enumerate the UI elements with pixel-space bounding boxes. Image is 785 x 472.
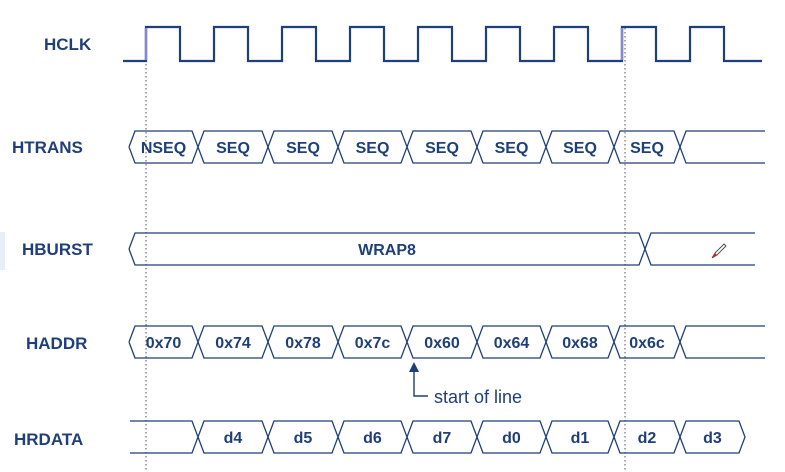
hburst-bus: WRAP8 xyxy=(128,232,755,266)
htrans-value: NSEQ xyxy=(141,140,186,157)
signal-label-hburst: HBURST xyxy=(22,240,93,259)
haddr-value: 0x7c xyxy=(355,335,391,352)
signal-label-hclk: HCLK xyxy=(44,35,92,54)
row-highlight-marker xyxy=(0,232,5,270)
signal-label-htrans: HTRANS xyxy=(12,138,83,157)
haddr-value: 0x64 xyxy=(494,335,530,352)
hrdata-cell xyxy=(679,420,746,454)
hrdata-value: d5 xyxy=(294,430,313,447)
hburst-value: WRAP8 xyxy=(358,242,416,259)
htrans-value: SEQ xyxy=(216,140,250,157)
hburst-cell xyxy=(644,232,755,266)
htrans-value: SEQ xyxy=(630,140,664,157)
haddr-value: 0x68 xyxy=(562,335,598,352)
htrans-value: SEQ xyxy=(356,140,390,157)
htrans-value: SEQ xyxy=(286,140,320,157)
hrdata-value: d0 xyxy=(502,430,521,447)
hrdata-value: d1 xyxy=(571,430,590,447)
htrans-value: SEQ xyxy=(563,140,597,157)
arrow-up-icon xyxy=(409,362,419,372)
annotation-text: start of line xyxy=(434,387,522,407)
annotation-leader-line xyxy=(413,366,428,397)
haddr-bus: 0x70 0x74 0x78 0x7c 0x60 0x64 0x68 0x6c xyxy=(128,325,765,359)
hclk-waveform xyxy=(123,25,762,63)
htrans-cell xyxy=(679,130,765,164)
haddr-value: 0x78 xyxy=(285,335,321,352)
htrans-value: SEQ xyxy=(495,140,529,157)
hrdata-value: d6 xyxy=(363,430,382,447)
haddr-value: 0x60 xyxy=(424,335,460,352)
hrdata-value: d3 xyxy=(703,430,722,447)
haddr-value: 0x6c xyxy=(629,335,665,352)
haddr-cell xyxy=(679,325,765,359)
hrdata-value: d7 xyxy=(433,430,452,447)
start-of-line-annotation: start of line xyxy=(409,362,522,407)
hrdata-value: d4 xyxy=(224,430,243,447)
hrdata-value: d2 xyxy=(638,430,657,447)
signal-label-hrdata: HRDATA xyxy=(14,430,83,449)
hrdata-bus: d4 d5 d6 d7 d0 d1 d2 d3 xyxy=(130,420,746,454)
htrans-value: SEQ xyxy=(425,140,459,157)
signal-label-haddr: HADDR xyxy=(26,334,87,353)
haddr-value: 0x70 xyxy=(146,335,182,352)
htrans-bus: NSEQ SEQ SEQ SEQ SEQ SEQ SEQ SEQ xyxy=(128,130,765,164)
haddr-value: 0x74 xyxy=(215,335,251,352)
pen-cursor-icon xyxy=(711,243,727,259)
